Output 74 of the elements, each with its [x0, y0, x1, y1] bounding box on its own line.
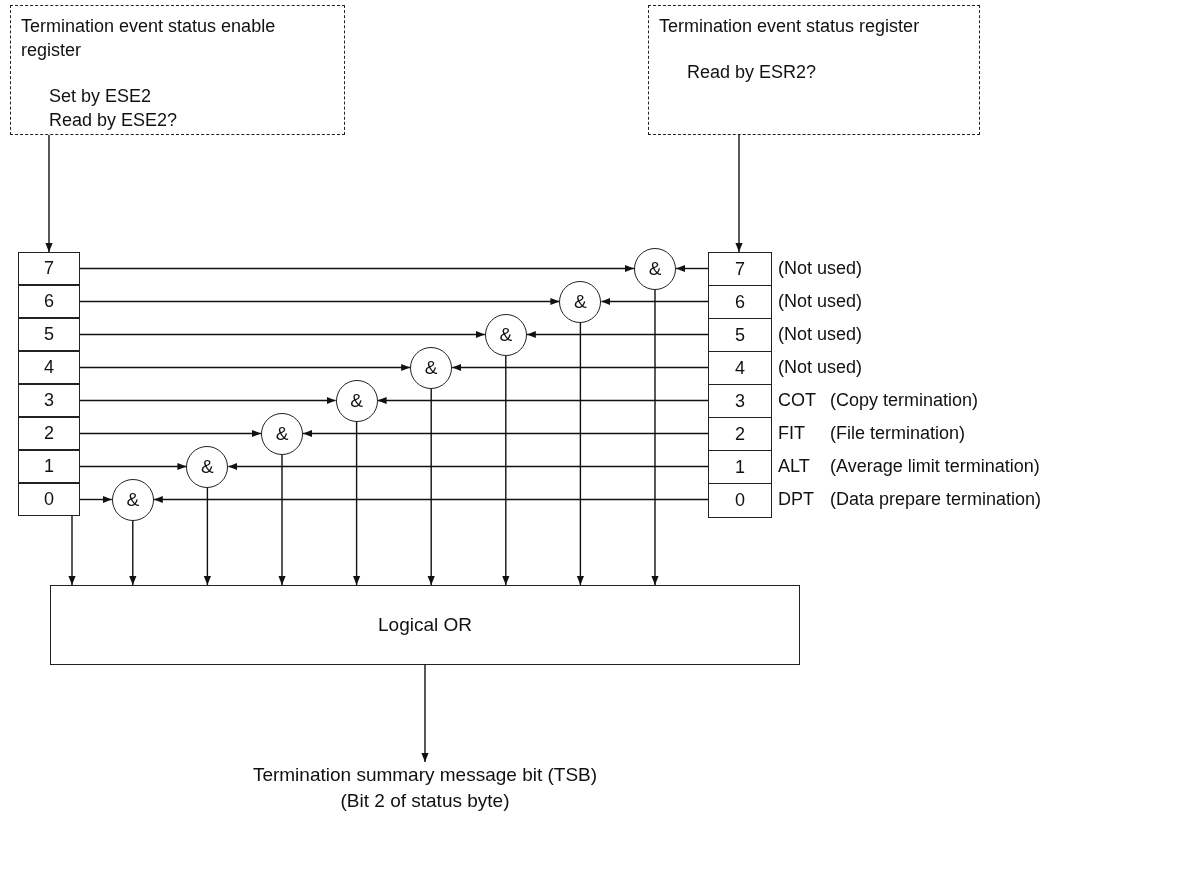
bit-description: (Not used): [778, 290, 863, 313]
arrow: [68, 515, 76, 586]
register-box: [10, 5, 345, 135]
register-bit-cell: 0: [18, 483, 80, 516]
arrow: [278, 453, 286, 586]
arrow: [79, 429, 262, 438]
register-bit-cell: 3: [708, 384, 772, 419]
and-gate: &: [634, 247, 676, 290]
and-gate: &: [335, 379, 378, 422]
arrow: [427, 387, 435, 586]
arrow: [376, 396, 709, 405]
arrow: [353, 420, 361, 586]
register-bit-cell: 6: [708, 285, 772, 320]
register-bit-cell: 6: [18, 285, 80, 318]
register-bit-cell: 4: [708, 351, 772, 386]
and-gate: &: [186, 445, 229, 488]
arrow: [153, 495, 709, 504]
and-gate: &: [484, 313, 527, 356]
output-label: Termination summary message bit (TSB): [251, 763, 599, 787]
arrow: [79, 363, 411, 372]
bit-description: (File termination): [830, 422, 966, 445]
and-gate: &: [410, 346, 453, 389]
bit-description: (Not used): [778, 323, 863, 346]
register-title: Termination event status enable register: [21, 15, 277, 62]
and-gate: &: [559, 280, 602, 323]
register-bit-cell: 1: [18, 450, 80, 483]
register-command: Set by ESE2: [49, 85, 153, 108]
register-bit-cell: 4: [18, 351, 80, 384]
arrow: [502, 354, 510, 586]
arrow: [129, 519, 137, 586]
arrow: [45, 134, 53, 253]
bit-mnemonic: ALT: [778, 455, 810, 478]
bit-description: (Average limit termination): [830, 455, 1040, 478]
arrow: [735, 134, 743, 253]
arrow: [203, 486, 211, 586]
arrow: [79, 495, 113, 504]
register-command: Read by ESR2?: [687, 61, 818, 84]
arrow: [79, 297, 561, 306]
register-bit-cell: 5: [708, 318, 772, 353]
bit-description: (Not used): [778, 356, 863, 379]
bit-description: (Not used): [778, 257, 863, 280]
arrow: [600, 297, 709, 306]
register-bit-cell: 7: [708, 252, 772, 287]
bit-description: (Data prepare termination): [830, 488, 1042, 511]
bit-mnemonic: FIT: [778, 422, 805, 445]
logic-box: Logical OR: [50, 585, 800, 665]
register-bit-cell: 3: [18, 384, 80, 417]
register-command: Read by ESE2?: [49, 109, 179, 132]
arrow: [79, 396, 337, 405]
register-title: Termination event status register: [659, 15, 921, 38]
register-bit-cell: 5: [18, 318, 80, 351]
bit-description: (Copy termination): [830, 389, 979, 412]
register-box: [648, 5, 980, 135]
arrow: [421, 664, 429, 763]
bit-mnemonic: COT: [778, 389, 816, 412]
and-gate: &: [111, 478, 154, 521]
arrow: [651, 288, 659, 586]
arrow: [302, 429, 709, 438]
arrow: [79, 264, 635, 273]
arrow: [451, 363, 709, 372]
arrow: [526, 330, 709, 339]
bit-mnemonic: DPT: [778, 488, 814, 511]
arrow: [79, 462, 188, 471]
register-bit-cell: 2: [18, 417, 80, 450]
output-note: (Bit 2 of status byte): [339, 789, 511, 813]
arrow: [227, 462, 709, 471]
register-bit-cell: 2: [708, 417, 772, 452]
register-bit-cell: 1: [708, 450, 772, 485]
arrow: [576, 321, 584, 586]
register-bit-cell: 0: [708, 483, 772, 518]
arrow: [675, 264, 709, 273]
arrow: [79, 330, 486, 339]
and-gate: &: [261, 412, 303, 455]
register-bit-cell: 7: [18, 252, 80, 285]
